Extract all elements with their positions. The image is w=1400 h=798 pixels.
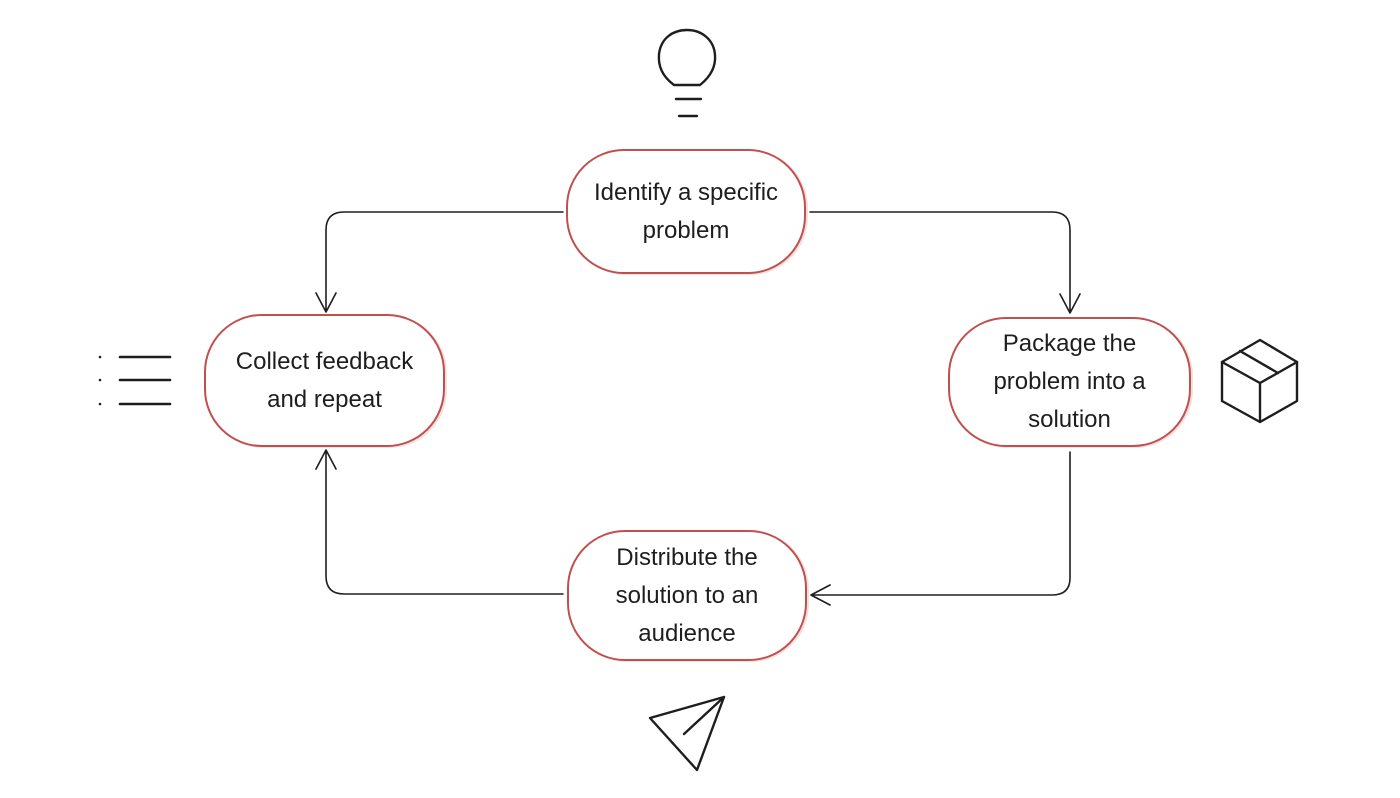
lightbulb-icon — [657, 28, 717, 118]
arrow-identify-to-collect — [315, 211, 564, 313]
node-package-solution: Package the problem into a solution — [948, 317, 1191, 447]
node-collect-feedback: Collect feedback and repeat — [204, 314, 445, 447]
node-label: Collect feedback and repeat — [235, 347, 414, 413]
node-label: Package the problem into a solution — [993, 330, 1146, 433]
node-label: Identify a specific problem — [593, 178, 779, 244]
node-distribute-solution: Distribute the solution to an audience — [567, 530, 807, 661]
box-icon — [1220, 338, 1299, 424]
arrow-identify-to-package — [809, 211, 1081, 314]
list-icon — [98, 355, 172, 406]
paper-plane-icon — [648, 695, 726, 772]
arrow-distribute-to-collect — [315, 449, 564, 595]
node-label: Distribute the solution to an audience — [615, 543, 759, 647]
node-identify-problem: Identify a specific problem — [566, 149, 806, 274]
arrow-package-to-distribute — [810, 451, 1071, 606]
